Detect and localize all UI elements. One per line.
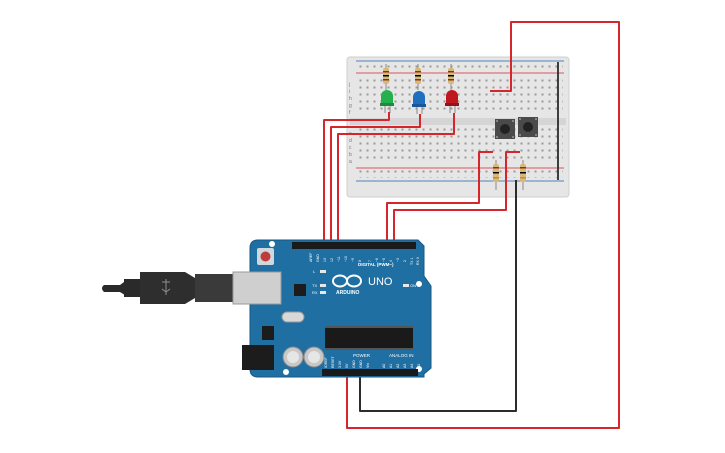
wires[interactable] [323,21,620,429]
pin-label-3v3: 3.3V [338,360,342,368]
pin-label-a5: A5 [417,364,421,368]
push-button-1 [495,119,515,139]
red-led [445,90,459,113]
wire-5v [346,21,620,429]
usb-icon [161,279,171,295]
row-label-j: j [348,82,350,88]
power-jack [242,345,274,370]
digital-header-label: DIGITAL (PWM~) [358,262,394,267]
pin-label-gnd2: GND [359,360,363,368]
wire-button-2 [393,151,520,247]
analog-header-label: ANALOG IN [389,353,414,358]
arduino-uno-board[interactable] [232,239,432,378]
wire-led-red [337,113,455,247]
pin-label-1: TX 1 [410,258,414,265]
arduino-logo-icon [332,274,362,288]
row-label-i: i [349,89,350,95]
pin-label-a1: A1 [389,364,393,368]
pin-label-a0: A0 [382,364,386,368]
pin-label-aref: AREF [309,253,313,262]
atmega-chip [325,328,413,348]
pin-label-2: 2 [403,260,407,262]
pin-label-gnd1: GND [352,360,356,368]
wire-gnd [359,180,517,412]
pin-label-7: 7 [368,260,372,262]
row-label-g: g [349,103,352,109]
resistor-red-led [448,64,454,90]
row-label-d: d [349,138,352,144]
resistor-button-2 [520,160,526,190]
led-resistors[interactable] [383,64,454,90]
pin-label-ioref: IOREF [324,357,328,368]
digital-pin-labels: AREF GND 13 12 ~11 ~10 ~9 8 7 ~6 ~5 4 ~3… [309,253,420,265]
pin-label-12: 12 [330,258,334,262]
pin-label-0: RX 0 [416,257,420,265]
power-header-label: POWER [353,353,371,358]
rx-label: RX [312,290,318,295]
pin-label-a2: A2 [396,364,400,368]
pin-label-8: 8 [358,260,362,262]
row-label-f: f [349,110,351,116]
board-labels: ARDUINO UNO DIGITAL (PWM~) POWER ANALOG … [312,262,416,358]
row-label-a: a [349,159,352,165]
push-button-2 [518,117,538,137]
pin-label-13: 13 [323,258,327,262]
leds[interactable] [380,90,459,114]
button-resistors[interactable] [493,160,526,190]
on-label: ON [410,283,416,288]
pin-label-3: ~3 [396,258,400,262]
l-label: L [313,269,316,274]
breadboard[interactable] [346,56,570,198]
power-pin-labels: IOREF RESET 3.3V 5V GND GND Vin A0 A1 A2… [324,355,421,368]
green-led [380,90,394,113]
pin-label-reset: RESET [331,355,335,368]
row-label-h: h [349,96,352,102]
pin-label-10: ~10 [344,256,348,262]
resistor-blue-led [415,64,421,90]
row-label-b: b [349,152,352,158]
resistor-green-led [383,64,389,90]
pin-label-vin: Vin [366,363,370,368]
row-label-c: c [349,145,352,151]
pin-label-gnd: GND [316,254,320,262]
pin-label-11: ~11 [337,256,341,262]
pin-label-9: ~9 [351,258,355,262]
board-brand: ARDUINO [336,290,359,296]
resistor-button-1 [493,160,499,190]
blue-led [412,91,426,114]
pin-label-6: ~6 [375,258,379,262]
board-model: UNO [368,276,393,288]
tx-label: TX [312,283,317,288]
pin-label-a3: A3 [403,364,407,368]
push-buttons[interactable] [495,117,538,139]
wire-button-1 [386,151,493,247]
wire-led-green [323,112,390,247]
pin-label-a4: A4 [410,364,414,368]
pin-label-5: ~5 [382,258,386,262]
wire-led-blue [330,114,421,247]
pin-label-4: 4 [389,260,393,262]
pin-label-5v: 5V [345,363,349,368]
